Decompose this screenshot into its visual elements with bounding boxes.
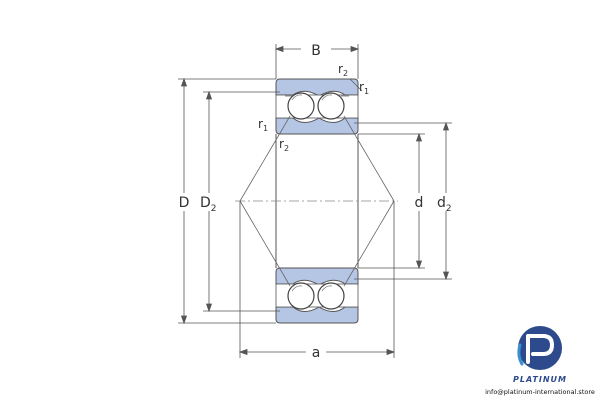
brand-name: PLATINUM xyxy=(513,375,567,384)
label-d2: d2 xyxy=(437,195,452,214)
label-D: D xyxy=(179,195,190,211)
lower-right-ball xyxy=(317,282,345,310)
upper-left-ball xyxy=(287,92,315,120)
upper-outer-ring xyxy=(275,78,359,97)
label-r2-top: r2 xyxy=(338,62,348,78)
dimension-B xyxy=(274,44,360,79)
label-r2-left: r2 xyxy=(279,137,289,153)
lower-outer-ring xyxy=(275,306,359,324)
label-B: B xyxy=(311,43,321,59)
upper-bearing-section xyxy=(275,78,359,135)
brand-email: info@platinum-international.store xyxy=(485,388,595,396)
lower-bearing-section xyxy=(275,267,359,324)
lower-left-ball xyxy=(287,282,315,310)
contact-angle-lines xyxy=(239,115,395,287)
label-d: d xyxy=(415,195,424,211)
upper-inner-ring xyxy=(275,117,359,135)
label-D2: D2 xyxy=(200,195,217,214)
upper-right-ball xyxy=(317,92,345,120)
label-a: a xyxy=(312,345,321,361)
label-r1-left: r1 xyxy=(258,117,268,133)
logo-circle-icon xyxy=(518,326,562,370)
label-r1-top: r1 xyxy=(359,80,369,96)
platinum-logo xyxy=(517,326,562,370)
